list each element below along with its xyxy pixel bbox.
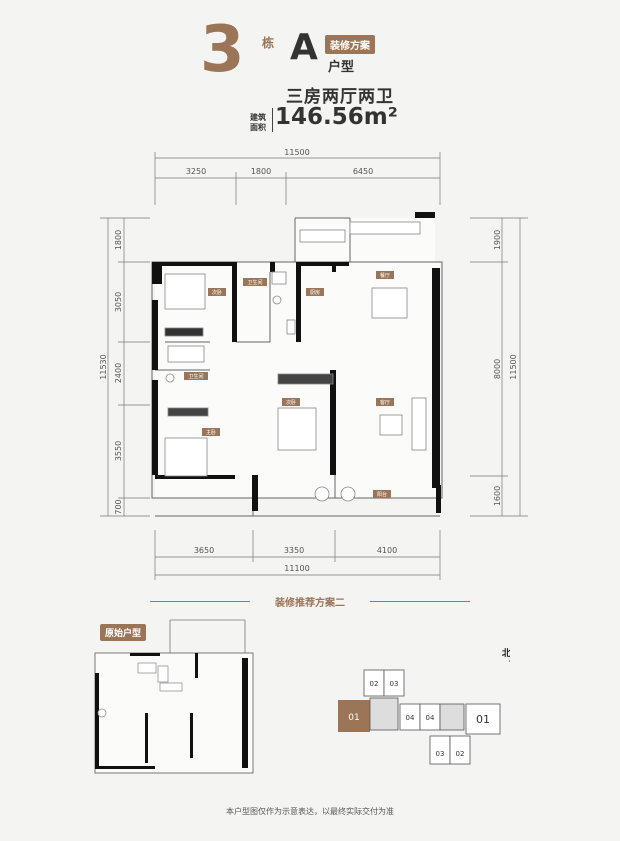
key-unit-highlight bbox=[338, 700, 370, 732]
original-walls bbox=[95, 653, 248, 769]
room-bathroom: 卫生间 bbox=[188, 373, 203, 380]
room-bedroom-mid: 次卧 bbox=[286, 399, 296, 406]
original-plan-label: 原始户型 bbox=[100, 624, 147, 641]
disclaimer: 本户型图仅作为示意表达，以最终实际交付为准 bbox=[226, 807, 394, 816]
room-labels: 次卧 卫生间 厨房 餐厅 卫生间 次卧 客厅 主卧 阳台 bbox=[184, 271, 394, 498]
dim-left-seg-3: 2400 bbox=[114, 363, 123, 383]
room-balcony: 阳台 bbox=[377, 491, 387, 498]
room-bedroom-top: 次卧 bbox=[212, 289, 222, 296]
dim-left-seg-5: 700 bbox=[114, 499, 123, 514]
area-label: 建筑面积 bbox=[250, 113, 266, 132]
key-unit-5: 01 bbox=[476, 713, 490, 726]
area-separator bbox=[272, 108, 273, 132]
dim-left-seg-2: 3050 bbox=[114, 292, 123, 312]
key-unit-2: 03 bbox=[390, 680, 399, 688]
dim-bottom-seg-1: 3650 bbox=[194, 546, 214, 555]
building-suffix: 栋 bbox=[262, 36, 275, 50]
key-unit-6: 03 bbox=[436, 750, 445, 758]
title-line-left bbox=[150, 601, 250, 602]
layout-label: 三房两厅两卫 bbox=[286, 87, 394, 107]
dim-left-total: 11530 bbox=[99, 354, 108, 379]
key-unit-3: 04 bbox=[406, 714, 415, 722]
dim-right-total: 11500 bbox=[509, 354, 518, 379]
dim-bottom-total: 11100 bbox=[284, 564, 309, 573]
dim-left-seg-4: 3550 bbox=[114, 441, 123, 461]
room-kitchen: 厨房 bbox=[310, 289, 320, 296]
dim-right-seg-1: 1900 bbox=[493, 230, 502, 250]
north-label: 北 bbox=[502, 647, 510, 659]
key-unit-4: 04 bbox=[426, 714, 435, 722]
room-master-bedroom: 主卧 bbox=[206, 429, 216, 436]
furniture bbox=[164, 221, 427, 502]
key-unit-7: 02 bbox=[456, 750, 465, 758]
unit-letter: A bbox=[290, 27, 318, 68]
key-unit-1: 02 bbox=[370, 680, 379, 688]
room-dining: 餐厅 bbox=[380, 272, 390, 279]
scheme-badge: 装修方案 bbox=[325, 35, 375, 54]
original-plan bbox=[94, 619, 254, 774]
dim-top-seg-3: 6450 bbox=[353, 167, 373, 176]
original-fixtures bbox=[97, 662, 183, 718]
floor-plan: 11500 3250 1800 6450 3650 3350 4100 1110… bbox=[99, 148, 528, 580]
room-living: 客厅 bbox=[380, 399, 390, 406]
dim-bottom-seg-2: 3350 bbox=[284, 546, 304, 555]
dim-top-total: 11500 bbox=[284, 148, 309, 157]
original-outline bbox=[94, 652, 254, 774]
key-plan: 北 01 02 03 04 04 01 03 02 bbox=[338, 647, 510, 765]
unit-type-label: 户型 bbox=[328, 60, 355, 75]
title-line-right bbox=[370, 601, 470, 602]
section-title: 装修推荐方案二 bbox=[275, 598, 345, 609]
thick-walls bbox=[152, 212, 441, 513]
dim-bottom-seg-3: 4100 bbox=[377, 546, 397, 555]
dim-right-seg-2: 8000 bbox=[493, 359, 502, 379]
dim-left-seg-1: 1800 bbox=[114, 230, 123, 250]
dim-right-seg-3: 1600 bbox=[493, 486, 502, 506]
key-blocks bbox=[363, 669, 501, 765]
key-unit-highlight-label: 01 bbox=[348, 713, 359, 723]
dim-top-seg-1: 3250 bbox=[186, 167, 206, 176]
area-value: 146.56m² bbox=[275, 104, 398, 130]
dim-top-seg-2: 1800 bbox=[251, 167, 271, 176]
top-dimension-lines bbox=[100, 152, 528, 580]
building-number: 3 bbox=[200, 13, 245, 87]
room-bathroom-master: 卫生间 bbox=[247, 279, 262, 286]
